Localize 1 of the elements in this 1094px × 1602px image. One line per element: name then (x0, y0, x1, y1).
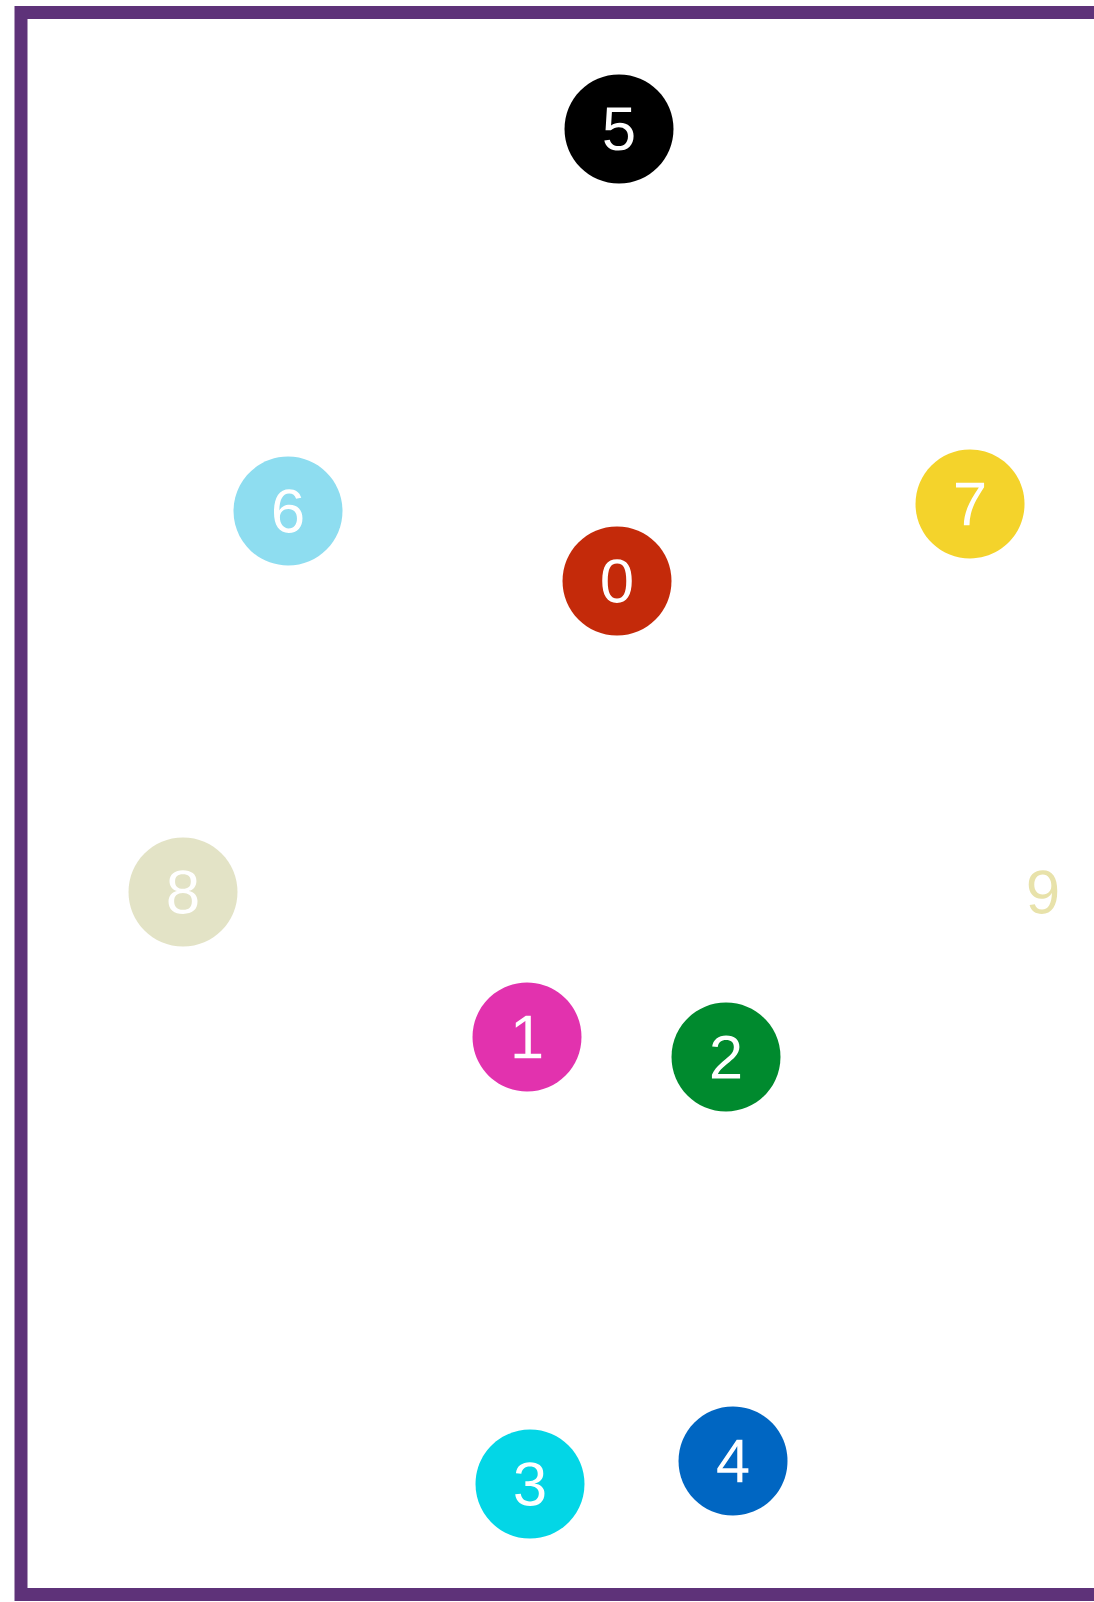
number-label: 9 (1028, 870, 1058, 914)
